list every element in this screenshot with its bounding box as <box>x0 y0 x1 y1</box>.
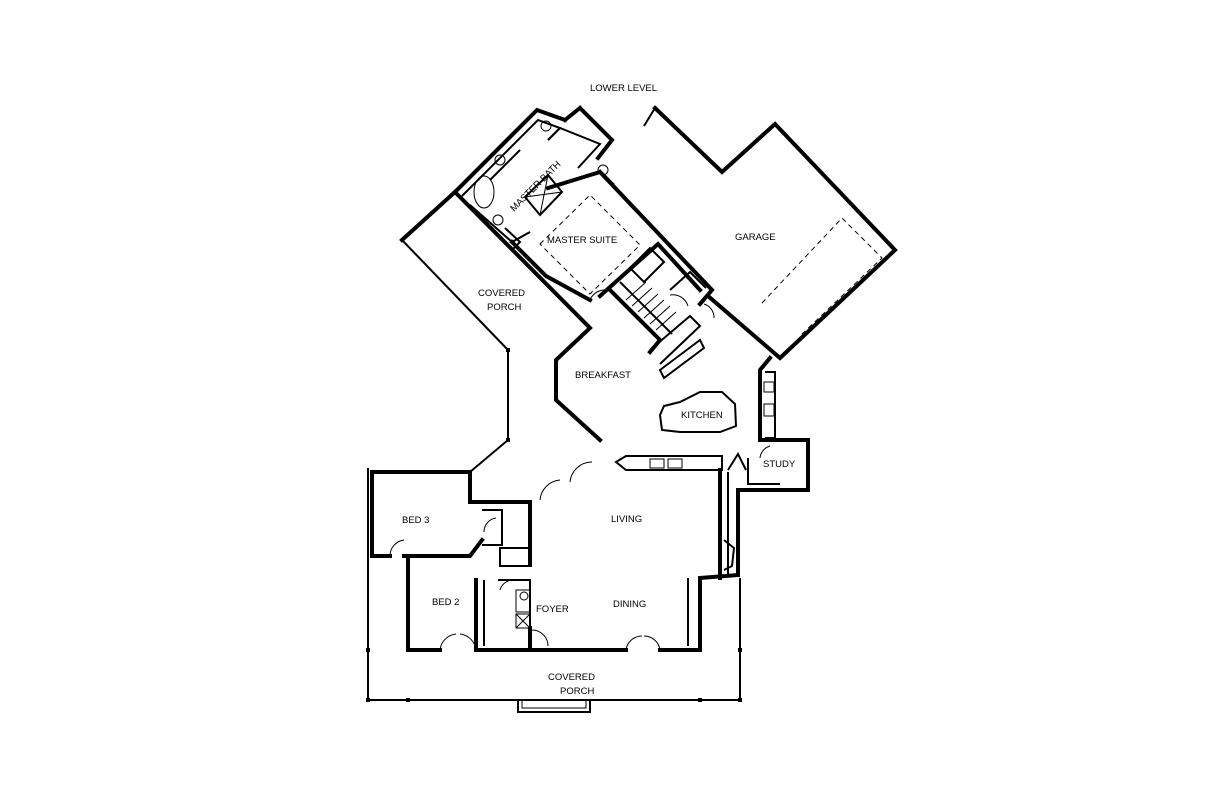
label-kitchen: KITCHEN <box>681 410 723 421</box>
label-lower-level: LOWER LEVEL <box>590 83 657 94</box>
label-breakfast: BREAKFAST <box>575 370 631 381</box>
study-walls <box>727 438 810 577</box>
master-wing-walls <box>452 105 715 307</box>
label-covered-porch-rear-line2: PORCH <box>487 302 521 313</box>
label-covered-porch-front-line2: PORCH <box>560 686 594 697</box>
bed3-walls <box>367 468 503 560</box>
label-dining: DINING <box>613 599 646 610</box>
rear-porch-walls <box>399 189 603 473</box>
bed2-walls <box>406 547 549 652</box>
label-master-suite: MASTER SUITE <box>547 235 617 246</box>
label-garage: GARAGE <box>735 232 776 243</box>
label-covered-porch-rear-line1: COVERED <box>478 288 525 299</box>
label-foyer: FOYER <box>536 604 569 615</box>
label-bed-2: BED 2 <box>432 597 459 608</box>
stair-core <box>597 241 715 380</box>
front-porch <box>366 560 742 713</box>
label-living: LIVING <box>611 514 642 525</box>
garage-walls <box>643 105 898 361</box>
label-study: STUDY <box>763 459 796 470</box>
living-dining-walls <box>468 461 741 652</box>
label-bed-3: BED 3 <box>402 515 429 526</box>
label-covered-porch-front-line1: COVERED <box>548 672 595 683</box>
kitchen-walls <box>614 355 776 580</box>
